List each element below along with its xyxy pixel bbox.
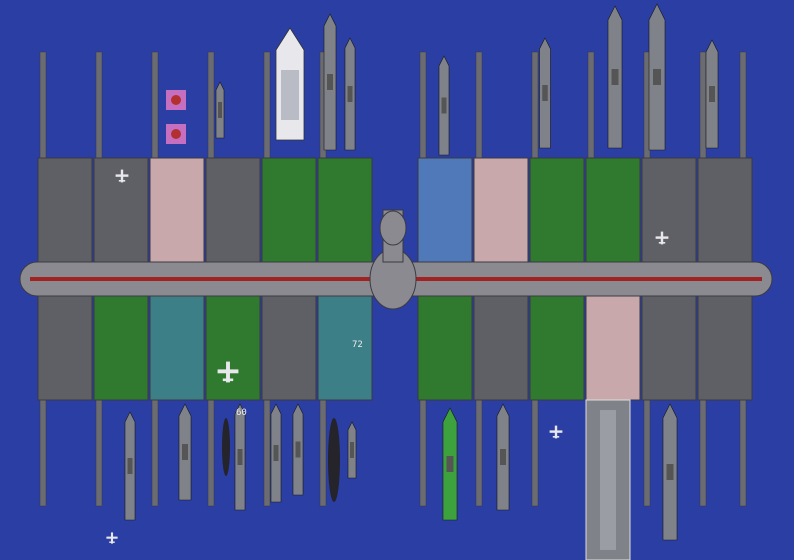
ship-icon bbox=[124, 411, 136, 521]
ship-icon bbox=[438, 55, 450, 156]
ship-icon bbox=[539, 37, 551, 149]
dock-lot bbox=[37, 295, 93, 401]
aircraft-icon bbox=[106, 532, 118, 544]
carrier-icon bbox=[585, 399, 631, 560]
aircraft-icon bbox=[655, 231, 669, 245]
pier bbox=[319, 399, 327, 507]
ship-icon bbox=[344, 37, 356, 151]
ship-icon bbox=[662, 403, 678, 541]
dock-lot bbox=[697, 157, 753, 263]
dock-lot bbox=[317, 157, 373, 263]
pier bbox=[739, 399, 747, 507]
pier bbox=[475, 399, 483, 507]
ship-icon bbox=[442, 407, 458, 521]
dock-lots bbox=[37, 157, 753, 401]
aircraft-icon bbox=[549, 425, 563, 439]
pier bbox=[95, 399, 103, 507]
aircraft-icon bbox=[115, 169, 129, 183]
dock-lot bbox=[93, 295, 149, 401]
ship-icon bbox=[215, 81, 225, 139]
dock-lot bbox=[529, 295, 585, 401]
dock-lot bbox=[149, 157, 205, 263]
pier bbox=[207, 51, 215, 159]
dock-lot bbox=[585, 157, 641, 263]
pier bbox=[419, 399, 427, 507]
dock-lot bbox=[641, 157, 697, 263]
ship-icon bbox=[648, 3, 666, 151]
aircraft-icon bbox=[217, 361, 239, 383]
dock-lot bbox=[205, 295, 261, 401]
submarine-icon bbox=[328, 418, 340, 502]
dock-lot bbox=[37, 157, 93, 263]
dock-lot bbox=[149, 295, 205, 401]
ship-icon bbox=[705, 39, 719, 149]
ship-icon bbox=[496, 403, 510, 511]
pier bbox=[151, 51, 159, 159]
pier bbox=[475, 51, 483, 159]
dock-lot bbox=[417, 295, 473, 401]
helipad-icon bbox=[166, 124, 186, 144]
pier bbox=[531, 399, 539, 507]
hull-number-label: 60 bbox=[236, 408, 247, 418]
carrier-icon bbox=[275, 27, 305, 141]
pier bbox=[151, 399, 159, 507]
ship-icon bbox=[178, 403, 192, 501]
pier bbox=[207, 399, 215, 507]
dock-lot bbox=[697, 295, 753, 401]
pier bbox=[263, 399, 271, 507]
dock-lot bbox=[473, 295, 529, 401]
ship-icon bbox=[292, 403, 304, 496]
vessel-layer bbox=[106, 3, 719, 560]
dock-lot bbox=[261, 295, 317, 401]
pier bbox=[419, 51, 427, 159]
pier bbox=[699, 399, 707, 507]
pier bbox=[263, 51, 271, 159]
ship-icon bbox=[270, 403, 282, 503]
lower-piers bbox=[39, 399, 747, 507]
pier bbox=[39, 51, 47, 159]
ship-icon bbox=[234, 403, 246, 511]
dock-lot bbox=[585, 295, 641, 401]
ship-icon bbox=[347, 421, 357, 479]
lot-number-label: 72 bbox=[352, 340, 363, 350]
pier bbox=[699, 51, 707, 159]
pier bbox=[643, 399, 651, 507]
dock-lot bbox=[261, 157, 317, 263]
pier bbox=[39, 399, 47, 507]
submarine-icon bbox=[222, 418, 230, 476]
helipad-icon bbox=[166, 90, 186, 110]
ship-icon bbox=[323, 13, 337, 151]
ship-icon bbox=[607, 5, 623, 149]
dock-lot bbox=[641, 295, 697, 401]
pier bbox=[95, 51, 103, 159]
dock-lot bbox=[205, 157, 261, 263]
pier bbox=[587, 51, 595, 159]
pier bbox=[739, 51, 747, 159]
dock-lot bbox=[417, 157, 473, 263]
central-roundabout bbox=[369, 209, 417, 310]
dock-lot bbox=[317, 295, 373, 401]
dock-lot bbox=[473, 157, 529, 263]
pier bbox=[531, 51, 539, 159]
dock-lot bbox=[529, 157, 585, 263]
